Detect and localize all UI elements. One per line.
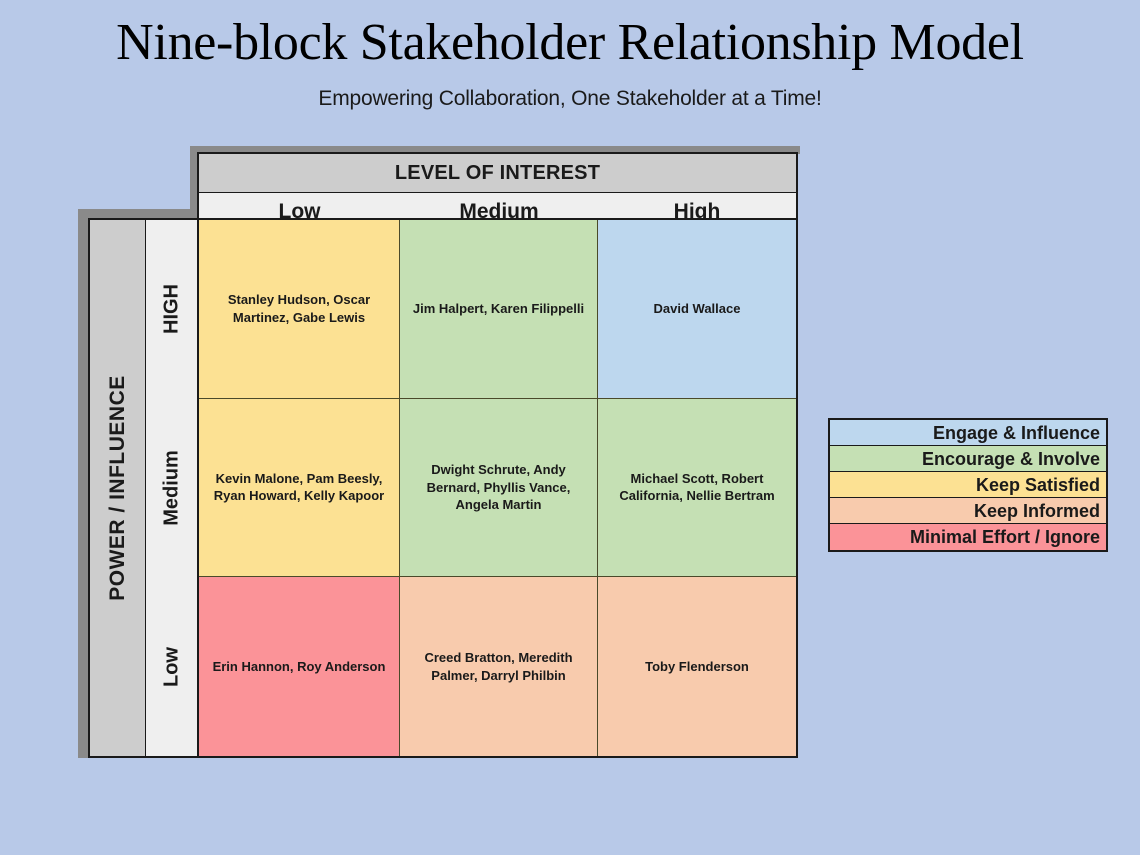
matrix-shadow-row-edge	[78, 209, 198, 218]
legend: Engage & Influence Encourage & Involve K…	[828, 418, 1108, 552]
row-axis-header: POWER / INFLUENCE HIGH Medium Low	[88, 218, 199, 758]
matrix-cell-low-medium[interactable]: Creed Bratton, Meredith Palmer, Darryl P…	[400, 577, 598, 756]
stakeholder-matrix: LEVEL OF INTEREST Low Medium High POWER …	[78, 146, 800, 758]
legend-item-keep-satisfied[interactable]: Keep Satisfied	[830, 472, 1106, 498]
matrix-shadow-column-edge	[190, 146, 198, 225]
row-label-medium: Medium	[146, 399, 197, 578]
matrix-cell-low-low[interactable]: Erin Hannon, Roy Anderson	[199, 577, 400, 756]
row-label-high-text: HIGH	[160, 284, 183, 335]
matrix-grid: Stanley Hudson, Oscar Martinez, Gabe Lew…	[197, 218, 798, 758]
column-axis-title: LEVEL OF INTEREST	[199, 154, 796, 193]
matrix-cell-high-medium[interactable]: Jim Halpert, Karen Filippelli	[400, 220, 598, 399]
matrix-shadow-top	[197, 146, 800, 154]
matrix-cell-text: Kevin Malone, Pam Beesly, Ryan Howard, K…	[213, 470, 385, 504]
matrix-cell-text: Michael Scott, Robert California, Nellie…	[619, 470, 775, 504]
matrix-cell-text: Erin Hannon, Roy Anderson	[212, 658, 386, 674]
row-label-column: HIGH Medium Low	[146, 220, 197, 756]
column-label-low: Low	[278, 200, 321, 223]
page-subtitle: Empowering Collaboration, One Stakeholde…	[318, 86, 822, 110]
row-label-low-text: Low	[160, 646, 183, 687]
matrix-cell-text: David Wallace	[653, 301, 741, 317]
matrix-cell-medium-high[interactable]: Michael Scott, Robert California, Nellie…	[598, 398, 796, 578]
row-axis-title-text: POWER / INFLUENCE	[105, 375, 129, 601]
matrix-cell-high-high[interactable]: David Wallace	[598, 220, 796, 399]
row-label-high: HIGH	[146, 220, 197, 399]
matrix-shadow-left	[78, 217, 88, 758]
matrix-cell-text: Stanley Hudson, Oscar Martinez, Gabe Lew…	[227, 292, 371, 325]
legend-item-minimal-effort-ignore[interactable]: Minimal Effort / Ignore	[830, 524, 1106, 550]
matrix-cell-text: Toby Flenderson	[645, 658, 749, 674]
matrix-cell-low-high[interactable]: Toby Flenderson	[598, 577, 796, 756]
row-label-medium-text: Medium	[160, 450, 183, 526]
legend-item-engage-influence[interactable]: Engage & Influence	[830, 420, 1106, 446]
matrix-cell-medium-low[interactable]: Kevin Malone, Pam Beesly, Ryan Howard, K…	[199, 398, 400, 578]
matrix-cell-text: Creed Bratton, Meredith Palmer, Darryl P…	[424, 650, 573, 683]
page-title: Nine-block Stakeholder Relationship Mode…	[116, 14, 1024, 71]
column-label-high: High	[673, 200, 721, 223]
matrix-cell-high-low[interactable]: Stanley Hudson, Oscar Martinez, Gabe Lew…	[199, 220, 400, 399]
page-header: Nine-block Stakeholder Relationship Mode…	[0, 0, 1140, 111]
legend-item-encourage-involve[interactable]: Encourage & Involve	[830, 446, 1106, 472]
legend-item-keep-informed[interactable]: Keep Informed	[830, 498, 1106, 524]
row-axis-title: POWER / INFLUENCE	[90, 220, 147, 756]
matrix-cell-medium-medium[interactable]: Dwight Schrute, Andy Bernard, Phyllis Va…	[400, 398, 598, 578]
matrix-cell-text: Dwight Schrute, Andy Bernard, Phyllis Va…	[426, 462, 571, 513]
row-label-low: Low	[146, 577, 197, 756]
matrix-cell-text: Jim Halpert, Karen Filippelli	[412, 301, 585, 317]
column-label-medium: Medium	[459, 200, 539, 223]
